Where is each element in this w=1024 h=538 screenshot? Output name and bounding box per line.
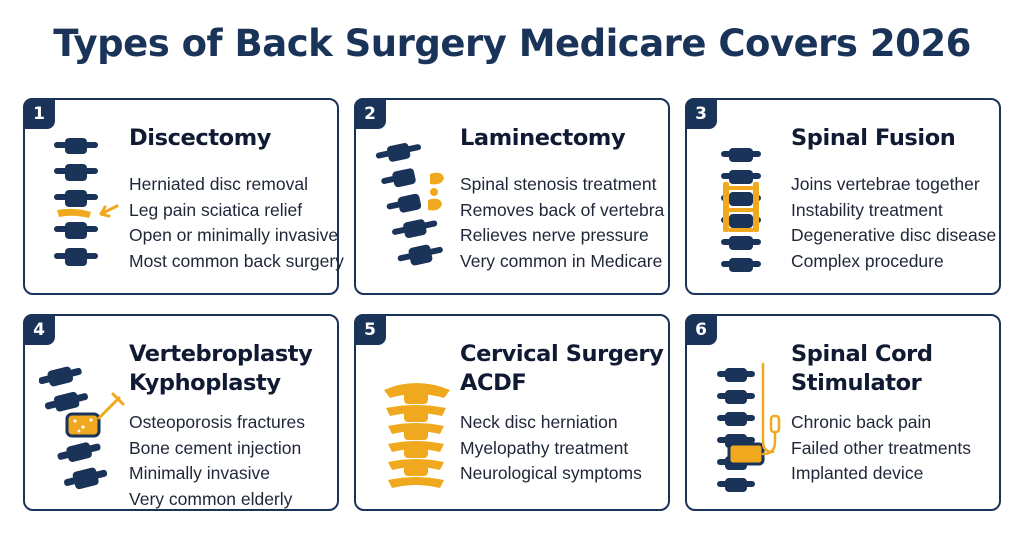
card-number-badge: 4 (23, 314, 55, 345)
spine-lamina-removal-icon (375, 142, 444, 266)
spine-fusion-rods-icon (721, 148, 761, 272)
card-title: Discectomy (129, 125, 272, 151)
card-item-list: Neck disc herniation Myelopathy treatmen… (460, 410, 642, 487)
list-item: Very common in Medicare (460, 250, 663, 271)
list-item: Complex procedure (791, 250, 944, 271)
page-title: Types of Back Surgery Medicare Covers 20… (53, 22, 971, 65)
list-item: Failed other treatments (791, 437, 971, 458)
card-number-badge: 3 (685, 98, 717, 129)
spine-cement-injection-icon (39, 366, 125, 490)
list-item: Degenerative disc disease (791, 225, 997, 245)
card-vertebroplasty-kyphoplasty: 4 Vertebroplasty Kyphoplasty Osteoporosi… (23, 314, 339, 511)
card-spinal-cord-stimulator: 6 Spinal Cord Stimulator Chronic back pa… (685, 314, 1001, 511)
list-item: Chronic back pain (791, 412, 932, 432)
spinal-cord-stimulator-icon (717, 362, 781, 492)
list-item: Relieves nerve pressure (460, 225, 649, 245)
list-item: Removes back of vertebra (460, 199, 665, 220)
card-title: Spinal Cord Stimulator (791, 341, 933, 396)
card-number-badge: 1 (23, 98, 55, 129)
list-item: Leg pain sciatica relief (129, 199, 303, 220)
list-item: Minimally invasive (129, 463, 271, 483)
list-item: Spinal stenosis treatment (460, 174, 657, 194)
list-item: Joins vertebrae together (791, 174, 980, 194)
card-title: Vertebroplasty Kyphoplasty (129, 341, 313, 396)
list-item: Very common elderly (129, 488, 293, 509)
card-cervical-surgery: 5 Cervical Surgery ACDF Neck disc hernia… (354, 314, 670, 511)
card-spinal-fusion: 3 Spinal Fusion Joins vertebrae together… (685, 98, 1001, 295)
card-title: Laminectomy (460, 125, 626, 151)
card-item-list: Spinal stenosis treatment Removes back o… (460, 172, 664, 274)
list-item: Most common back surgery (129, 250, 344, 271)
cervical-spine-icon (384, 383, 450, 488)
list-item: Instability treatment (791, 199, 943, 220)
card-number-badge: 5 (354, 314, 386, 345)
list-item: Open or minimally invasive (129, 225, 339, 245)
list-item: Bone cement injection (129, 437, 302, 458)
spine-herniated-disc-icon (54, 138, 119, 266)
card-discectomy: 1 Discectomy Herniated disc removal Leg … (23, 98, 344, 295)
card-item-list: Osteoporosis fractures Bone cement injec… (129, 410, 305, 512)
card-item-list: Chronic back pain Failed other treatment… (791, 410, 971, 487)
list-item: Herniated disc removal (129, 174, 308, 194)
list-item: Implanted device (791, 463, 924, 483)
card-title: Cervical Surgery ACDF (460, 341, 664, 396)
card-number-badge: 2 (354, 98, 386, 129)
list-item: Myelopathy treatment (460, 437, 629, 458)
list-item: Neurological symptoms (460, 463, 642, 483)
card-laminectomy: 2 Laminectomy Spinal stenosis treatment … (354, 98, 670, 295)
card-title: Spinal Fusion (791, 125, 956, 151)
list-item: Osteoporosis fractures (129, 412, 306, 432)
card-item-list: Herniated disc removal Leg pain sciatica… (129, 172, 344, 274)
list-item: Neck disc herniation (460, 412, 618, 432)
card-item-list: Joins vertebrae together Instability tre… (791, 172, 996, 274)
card-number-badge: 6 (685, 314, 717, 345)
